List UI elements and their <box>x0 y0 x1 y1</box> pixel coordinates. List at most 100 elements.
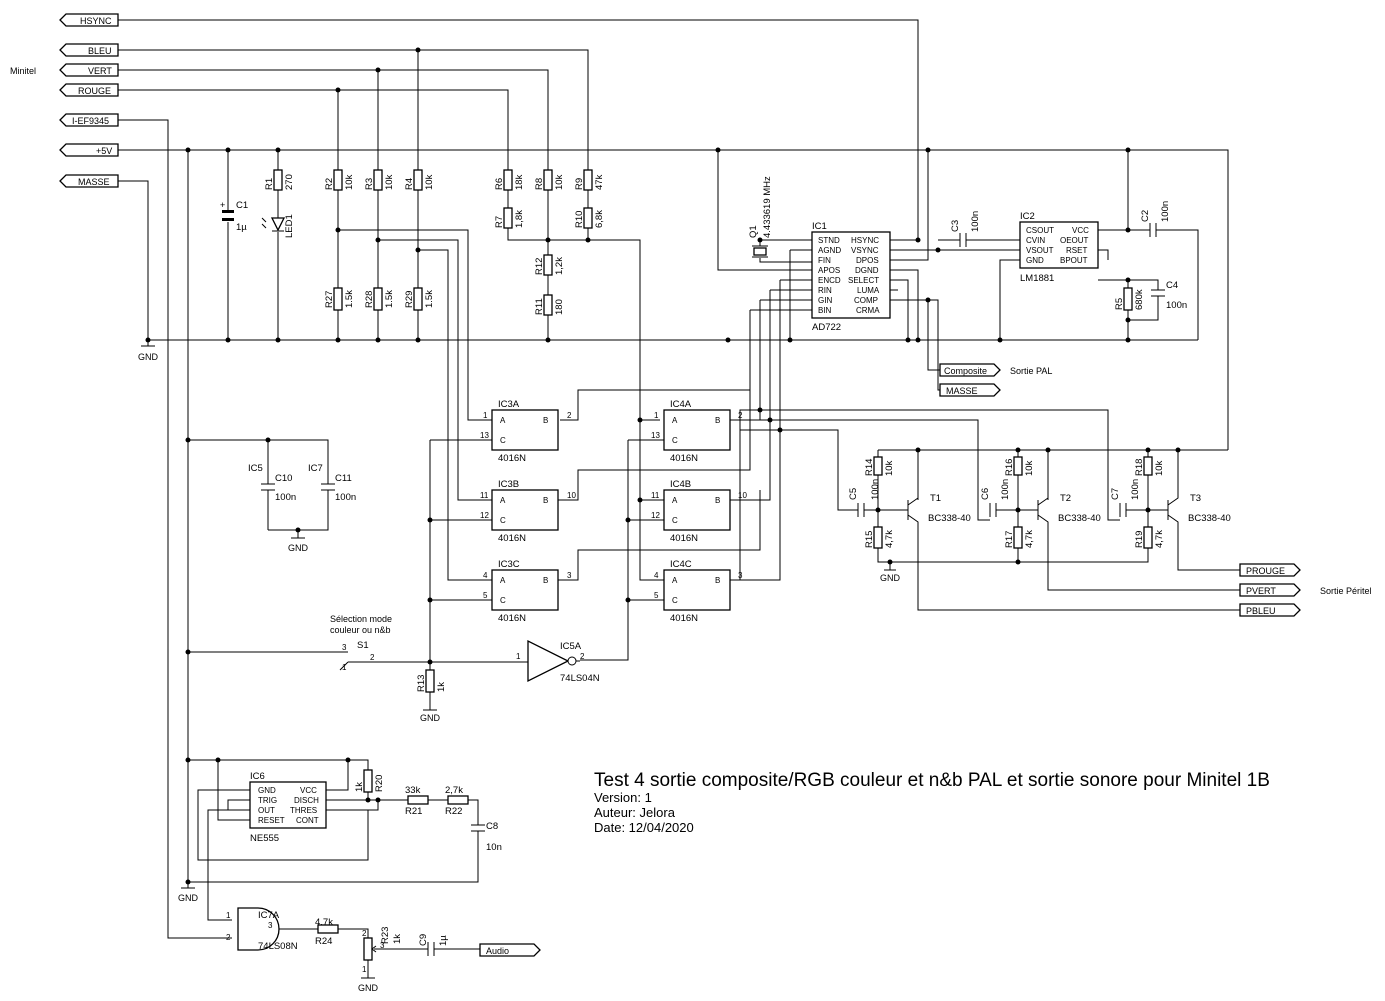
resistor-r11: R11 180 <box>534 294 565 340</box>
port-vcc: +5V <box>59 143 119 157</box>
ic3a-pinnum-c: 13 <box>480 431 489 440</box>
r22-ref: R22 <box>445 806 462 817</box>
c2-val: 100n <box>1160 201 1171 222</box>
ic1-pin-agnd: AGND <box>818 246 841 255</box>
ic6-pin-gnd: GND <box>258 786 276 795</box>
r3-val: 10k <box>384 174 395 190</box>
ic3c-pinnum-a: 4 <box>483 571 488 580</box>
ic1-ref: IC1 <box>812 221 827 232</box>
gnd-label-6: GND <box>358 983 379 993</box>
ic4b-pinnum-b: 10 <box>738 491 747 500</box>
port-audio-label: Audio <box>486 946 509 956</box>
title: Test 4 sortie composite/RGB couleur et n… <box>594 770 1270 791</box>
ic3c-switch: IC3C 4016N A B C 4 3 5 <box>483 559 572 624</box>
ic1-pin-gin: GIN <box>818 296 832 305</box>
c7-ref: C7 <box>1110 488 1121 500</box>
port-vert: VERT <box>59 63 119 77</box>
ic4c-ref: IC4C <box>670 559 692 570</box>
port-composite: Composite <box>939 363 1001 377</box>
r4-val: 10k <box>424 174 435 190</box>
c8-val: 10n <box>486 842 502 853</box>
ic5a-part: 74LS04N <box>560 673 600 684</box>
ic3a-ref: IC3A <box>498 399 520 410</box>
port-prouge-label: PROUGE <box>1246 566 1285 576</box>
port-vcc-label: +5V <box>96 146 112 156</box>
ic1-pin-select: SELECT <box>848 276 879 285</box>
r27-ref: R27 <box>324 291 335 308</box>
q1-ref: Q1 <box>748 225 759 238</box>
ic5a-pin-out: 2 <box>580 652 585 661</box>
s1-pin-1: 1 <box>342 663 347 672</box>
ic2-pin-gnd: GND <box>1026 256 1044 265</box>
ic6-part: NE555 <box>250 833 279 844</box>
ic5-label: IC5 <box>248 463 263 474</box>
port-pbleu: PBLEU <box>1239 603 1301 617</box>
q1-val: 4.433619 MHz <box>762 176 773 238</box>
r23-ref: R23 <box>380 927 391 944</box>
r29-val: 1.5k <box>424 290 435 308</box>
r17-ref: R17 <box>1004 531 1015 548</box>
and-gate-ic7a: IC7A 74LS08N 1 2 3 <box>226 907 318 952</box>
t3-ref: T3 <box>1190 493 1201 504</box>
port-composite-label: Composite <box>944 366 987 376</box>
s1-note-2: couleur ou n&b <box>330 625 391 635</box>
port-bleu: BLEU <box>59 43 119 57</box>
ic6-pin-reset: RESET <box>258 816 285 825</box>
decoupling-c10-c11: IC5 IC7 C10 100n C11 100n GND <box>188 439 356 553</box>
r7-ref: R7 <box>494 216 505 228</box>
ic1-pin-apos: APOS <box>818 266 840 275</box>
s1-pin-2: 2 <box>370 653 375 662</box>
ic1-pin-vsync: VSYNC <box>851 246 879 255</box>
gnd-label-2: GND <box>288 543 309 553</box>
r19-val: 4,7k <box>1154 530 1165 548</box>
r5-val: 680k <box>1134 289 1145 310</box>
c6-ref: C6 <box>980 488 991 500</box>
ic4a-pinnum-a: 1 <box>654 411 659 420</box>
r16-ref: R16 <box>1004 459 1015 476</box>
ic2-pin-bpout: BPOUT <box>1060 256 1088 265</box>
c4-val: 100n <box>1166 300 1187 311</box>
ic1-pin-dgnd: DGND <box>855 266 879 275</box>
ic3b-ref: IC3B <box>498 479 519 490</box>
ic4b-pin-b: B <box>715 496 720 505</box>
r15-ref: R15 <box>864 531 875 548</box>
port-masse-out-label: MASSE <box>946 386 978 396</box>
ic4a-pinnum-c: 13 <box>651 431 660 440</box>
resistor-r5: R5 680k <box>1114 287 1145 311</box>
resistor-r3: R3 10k <box>364 169 395 340</box>
ic4a-part: 4016N <box>670 453 698 464</box>
port-pvert-label: PVERT <box>1246 586 1276 596</box>
c9-val: 1µ <box>438 935 449 946</box>
title-block: Test 4 sortie composite/RGB couleur et n… <box>594 770 1270 835</box>
c1-plus: + <box>220 200 225 210</box>
r9-ref: R9 <box>574 178 585 190</box>
capacitor-c4: C4 100n <box>1166 280 1187 311</box>
s1-note-1: Sélection mode <box>330 614 392 624</box>
port-rouge-label: ROUGE <box>78 86 111 96</box>
ic6-pin-vcc: VCC <box>300 786 317 795</box>
s1-pin-3: 3 <box>342 643 347 652</box>
ic4b-pinnum-c: 12 <box>651 511 660 520</box>
r18-val: 10k <box>1154 460 1165 476</box>
c11-ref: C11 <box>335 473 352 484</box>
ic4a-pin-a: A <box>672 416 678 425</box>
ic3b-pinnum-a: 11 <box>480 491 489 500</box>
t3-part: BC338-40 <box>1188 513 1231 524</box>
r13-ref: R13 <box>416 675 427 692</box>
port-ief9345-label: I-EF9345 <box>72 116 109 126</box>
ic2-ref: IC2 <box>1020 211 1035 222</box>
stage-t1: C5 100n R14 10k R15 4,7k T1 BC338-40 GND <box>848 449 1240 611</box>
c2-ref: C2 <box>1140 210 1151 222</box>
s1-ref: S1 <box>357 640 369 651</box>
port-prouge: PROUGE <box>1239 563 1301 577</box>
gnd-label-5: GND <box>178 893 199 903</box>
gnd-label-3: GND <box>880 573 901 583</box>
r16-val: 10k <box>1024 460 1035 476</box>
version: Version: 1 <box>594 790 652 805</box>
ic2-wires <box>938 150 1199 340</box>
ic3c-pin-c: C <box>500 596 506 605</box>
r6-val: 18k <box>514 174 525 190</box>
ic1-pin-luma: LUMA <box>857 286 880 295</box>
r10-val: 6,8k <box>594 210 605 228</box>
r20-ref: R20 <box>374 775 385 792</box>
